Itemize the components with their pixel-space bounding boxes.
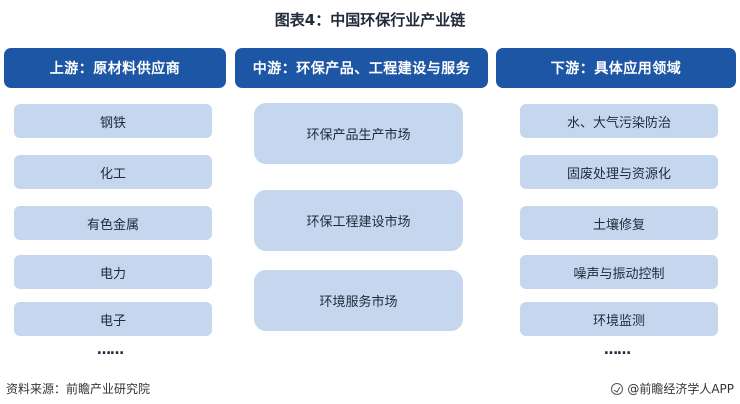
- upstream-item-nonferrous: 有色金属: [14, 206, 212, 240]
- downstream-more: ……: [604, 342, 631, 358]
- midstream-header: 中游：环保产品、工程建设与服务: [235, 48, 488, 88]
- downstream-item-monitoring: 环境监测: [520, 302, 718, 336]
- upstream-item-electronics: 电子: [14, 302, 212, 336]
- midstream-item-products: 环保产品生产市场: [254, 103, 463, 164]
- brand-logo-icon: [611, 382, 624, 395]
- upstream-header: 上游：原材料供应商: [4, 48, 226, 88]
- downstream-header: 下游：具体应用领域: [496, 48, 736, 88]
- midstream-item-services: 环境服务市场: [254, 270, 463, 331]
- source-note: 资料来源：前瞻产业研究院: [6, 382, 151, 396]
- downstream-item-soil: 土壤修复: [520, 206, 718, 240]
- downstream-item-solid-waste: 固废处理与资源化: [520, 155, 718, 189]
- brand-credit-text: @前瞻经济学人APP: [627, 382, 734, 396]
- downstream-item-noise: 噪声与振动控制: [520, 255, 718, 289]
- upstream-item-steel: 钢铁: [14, 104, 212, 138]
- upstream-item-power: 电力: [14, 255, 212, 289]
- brand-credit: @前瞻经济学人APP: [611, 380, 734, 397]
- upstream-item-chemical: 化工: [14, 155, 212, 189]
- page-title: 图表4：中国环保行业产业链: [274, 11, 466, 29]
- downstream-item-pollution: 水、大气污染防治: [520, 104, 718, 138]
- upstream-more: ……: [97, 342, 124, 358]
- midstream-item-engineering: 环保工程建设市场: [254, 190, 463, 251]
